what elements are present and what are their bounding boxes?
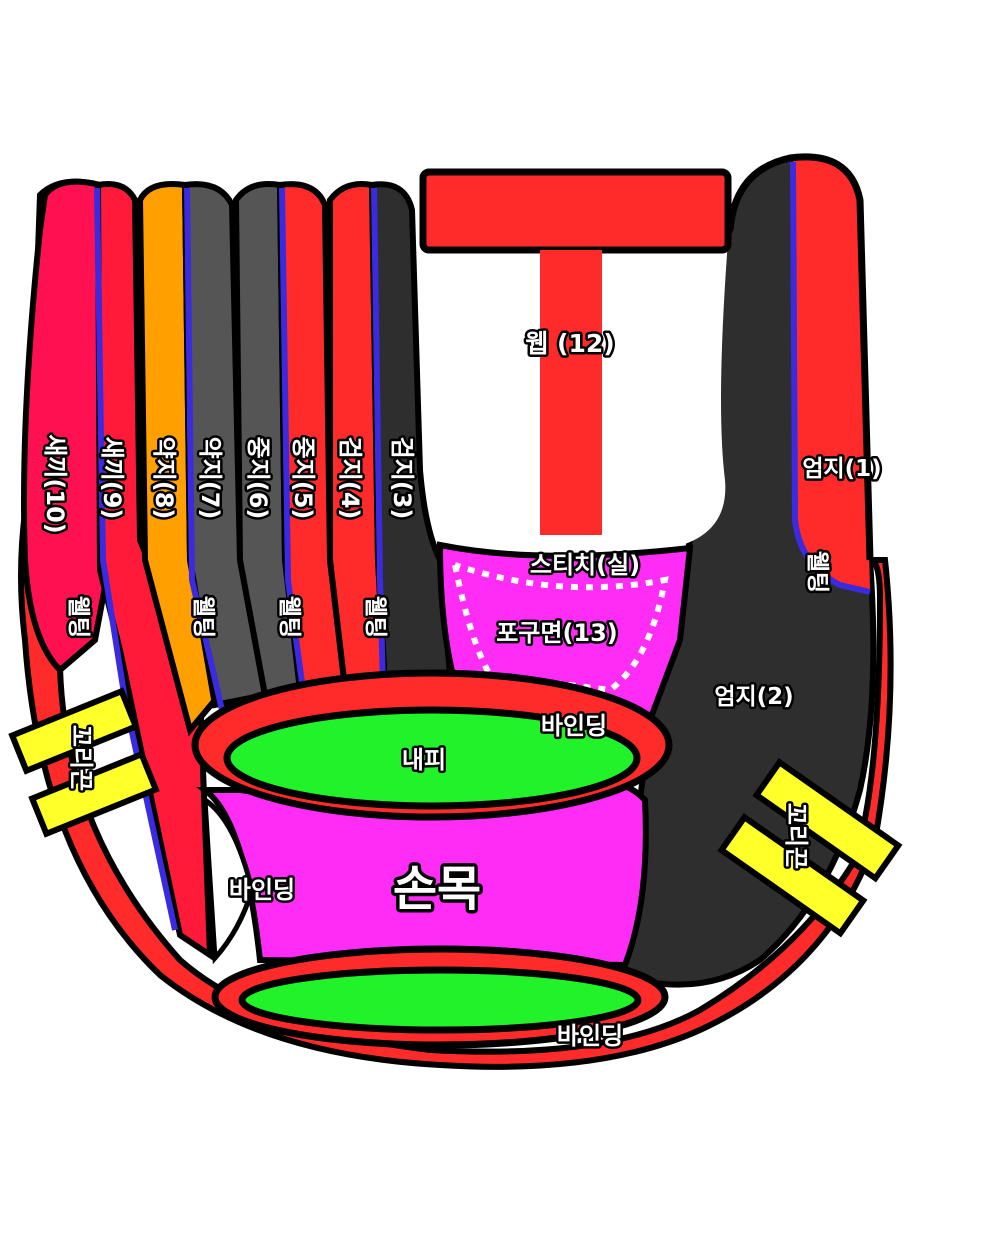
label-pocket: 포구면(13)	[496, 619, 618, 647]
label-wrist: 손목	[393, 861, 481, 917]
label-lining: 내피	[402, 746, 446, 774]
label-welting-middle: 웰팅	[276, 596, 302, 638]
index-welting-line	[371, 187, 386, 686]
ring-8-panel	[136, 181, 219, 737]
label-ring-8: 약지(8)	[150, 437, 178, 520]
label-stitch: 스티치(실)	[530, 551, 640, 579]
tail-strap	[8, 687, 140, 775]
tail-strap	[717, 813, 868, 938]
welting-labels: 웰팅 웰팅 웰팅 웰팅 웰팅	[63, 548, 833, 640]
pinky-9-panel	[94, 181, 214, 961]
finger-labels: 새끼(10) 새끼(9) 약지(8) 약지(7) 중지(6) 중지(5) 검지(…	[39, 432, 419, 537]
ring-welting-line	[184, 187, 225, 711]
bottom-lining-panel	[238, 966, 642, 1034]
tail-strap	[752, 758, 903, 883]
tail-leather-right	[717, 758, 903, 938]
label-tail-right: 꼬리끈	[782, 803, 810, 869]
middle-welting-line	[279, 187, 306, 691]
label-index-4: 검지(4)	[336, 437, 364, 520]
label-binding-left: 바인딩	[229, 876, 295, 904]
label-middle-5: 중지(5)	[289, 437, 317, 520]
thumb-welting-line	[790, 161, 871, 595]
label-welting-pinky: 웰팅	[65, 596, 91, 638]
label-tail-left: 꼬리끈	[67, 725, 95, 791]
label-thumb-2: 엄지(2)	[714, 684, 793, 710]
label-welting-thumb: 웰팅	[804, 551, 830, 593]
pocket-stitch-line	[452, 562, 669, 694]
tail-leather-left	[8, 687, 160, 838]
label-welting-ring: 웰팅	[190, 596, 216, 638]
thumb-outline	[726, 153, 874, 561]
lining-panel	[223, 706, 641, 810]
label-welting-index: 웰팅	[362, 596, 388, 638]
label-pinky-10: 새끼(10)	[41, 434, 69, 534]
wrist-side-gap	[202, 795, 255, 965]
web-top-bar	[419, 168, 732, 254]
label-index-3: 검지(3)	[388, 437, 416, 520]
label-binding-upper: 바인딩	[541, 712, 607, 740]
pinky-10-panel	[21, 178, 114, 675]
web-stem	[540, 250, 602, 535]
label-web: 웹 (12)	[525, 329, 614, 358]
label-ring-7: 약지(7)	[196, 437, 224, 520]
label-binding-bottom: 바인딩	[557, 1022, 623, 1050]
pinky-welting-line	[94, 187, 178, 931]
tail-strap	[28, 750, 160, 838]
label-middle-6: 중지(6)	[244, 437, 272, 520]
label-thumb-1: 엄지(1)	[802, 456, 881, 482]
thumb-1-panel	[793, 158, 870, 591]
label-pinky-9: 새끼(9)	[98, 437, 126, 520]
